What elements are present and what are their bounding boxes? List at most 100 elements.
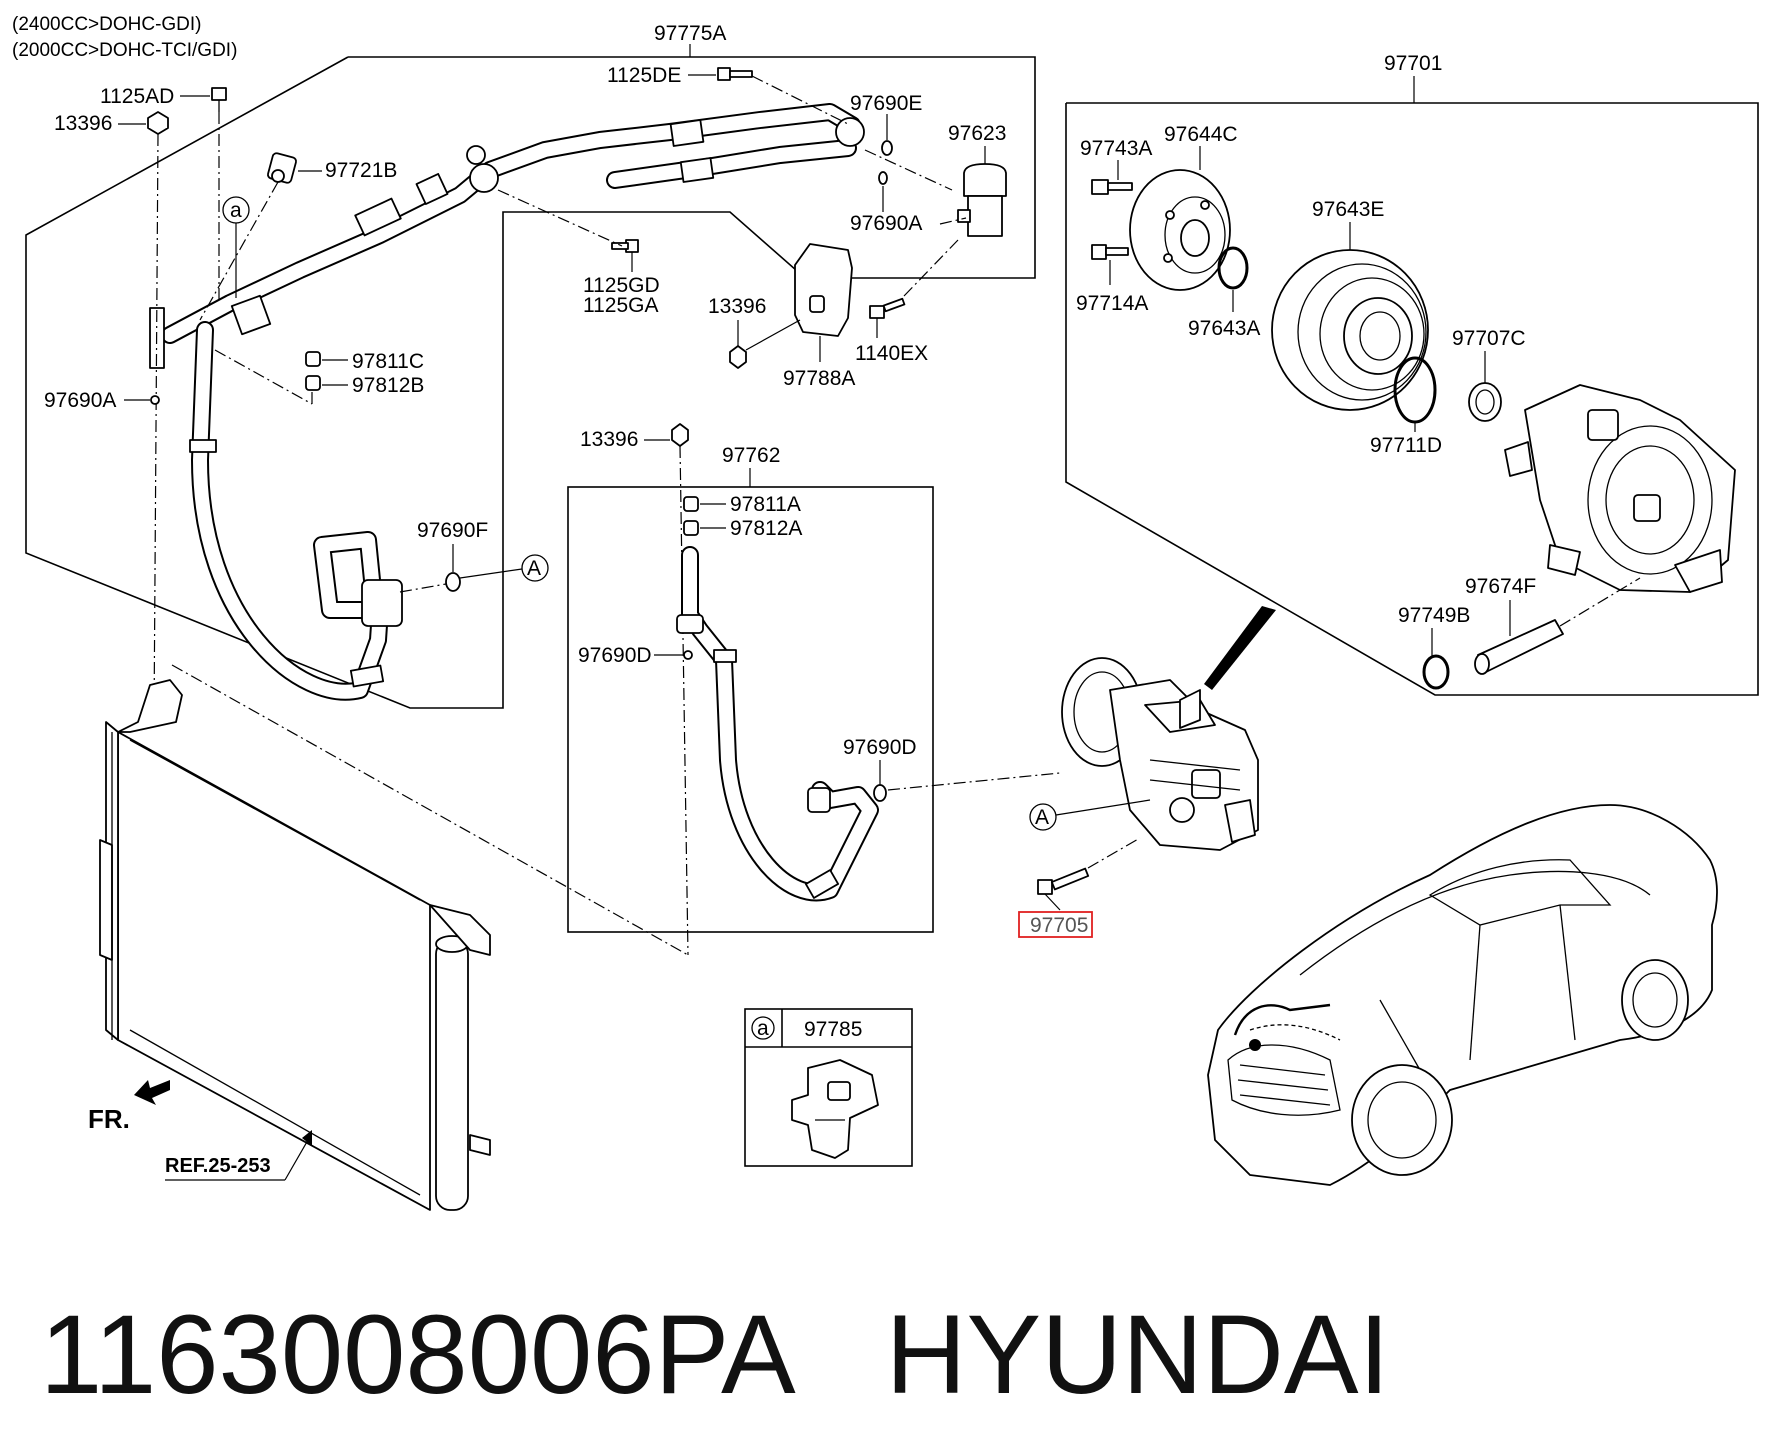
label-13396-mid: 13396 bbox=[708, 295, 766, 318]
callout-A-comp: A bbox=[1035, 806, 1049, 829]
axis-1125DE bbox=[751, 75, 849, 125]
discharge-hose bbox=[149, 103, 865, 369]
label-97690D-upper: 97690D bbox=[578, 644, 652, 667]
label-97811C: 97811C bbox=[352, 350, 424, 373]
pulley-97643E bbox=[1271, 249, 1429, 411]
label-1125AD: 1125AD bbox=[100, 85, 174, 108]
cap-97812A bbox=[683, 520, 699, 536]
label-97705: 97705 bbox=[1030, 914, 1088, 937]
label-97623: 97623 bbox=[948, 122, 1006, 145]
label-1125DE: 1125DE bbox=[607, 64, 681, 87]
label-97785: 97785 bbox=[804, 1018, 862, 1041]
bolt-1140EX bbox=[869, 297, 906, 319]
bolt-1125AD bbox=[211, 87, 227, 112]
callout-a-top: a bbox=[230, 199, 242, 222]
coil-97707C bbox=[1468, 382, 1502, 422]
leader-A-comp bbox=[1055, 799, 1151, 816]
oring-97690E bbox=[881, 140, 893, 156]
exploded-view-pointer bbox=[1204, 606, 1276, 690]
label-97749B: 97749B bbox=[1398, 604, 1470, 627]
label-1140EX: 1140EX bbox=[855, 342, 928, 365]
footer-brand: HYUNDAI bbox=[885, 1292, 1390, 1417]
axis-97690D-compressor bbox=[887, 772, 1061, 791]
axis-1125GD bbox=[497, 189, 623, 247]
label-97690E: 97690E bbox=[850, 92, 922, 115]
label-97690D-lower: 97690D bbox=[843, 736, 917, 759]
bolt-1125DE bbox=[717, 67, 753, 81]
liquid-tube-box bbox=[567, 486, 934, 933]
oring-97690A-top bbox=[878, 171, 888, 185]
label-97674F: 97674F bbox=[1465, 575, 1536, 598]
label-97775A: 97775A bbox=[654, 22, 726, 45]
label-97690A-top: 97690A bbox=[850, 212, 922, 235]
label-97701: 97701 bbox=[1384, 52, 1442, 75]
callout-A-comp-circle bbox=[1029, 803, 1057, 831]
oring-97690D-lower bbox=[873, 784, 887, 802]
footer-part-number: 1163008006PA bbox=[40, 1292, 796, 1417]
bolt-97705 bbox=[1037, 867, 1090, 895]
highlight-97705 bbox=[1018, 911, 1093, 938]
suction-hose bbox=[189, 321, 403, 701]
reference-label: REF.25-253 bbox=[165, 1155, 271, 1177]
leader-97705 bbox=[1044, 893, 1061, 911]
label-97811A: 97811A bbox=[730, 493, 801, 516]
axis-97690E bbox=[864, 149, 953, 191]
bracket-97788A bbox=[794, 243, 853, 337]
label-1125GD: 1125GD bbox=[583, 274, 660, 297]
callout-A-hose: A bbox=[527, 557, 541, 580]
label-97714A: 97714A bbox=[1076, 292, 1148, 315]
label-97812B: 97812B bbox=[352, 374, 424, 397]
axis-97812B-hose bbox=[214, 349, 313, 405]
callout-A-hose-circle bbox=[521, 554, 549, 582]
leader-A-hose bbox=[459, 568, 523, 579]
condenser bbox=[99, 679, 491, 1211]
bolt-97743A bbox=[1091, 179, 1133, 195]
clutch-plate-97644C bbox=[1129, 169, 1231, 291]
label-97690A-left: 97690A bbox=[44, 389, 116, 412]
nut-13396-mid bbox=[729, 345, 747, 369]
ref-leader bbox=[284, 1139, 309, 1181]
axis-97690F bbox=[399, 583, 447, 593]
axis-13396-bottom bbox=[679, 445, 689, 956]
vehicle-compressor-marker bbox=[1249, 1039, 1261, 1051]
liquid-tube bbox=[676, 546, 879, 902]
footer-title: 1163008006PA HYUNDAI bbox=[40, 1280, 1740, 1430]
oring-97749B bbox=[1422, 654, 1450, 690]
bolt-97714A bbox=[1091, 244, 1129, 260]
label-97711D: 97711D bbox=[1370, 434, 1442, 457]
axis-97623 bbox=[939, 217, 967, 225]
axis-97674F bbox=[1559, 577, 1641, 627]
label-97643E: 97643E bbox=[1312, 198, 1384, 221]
label-13396-top: 13396 bbox=[54, 112, 112, 135]
label-1125GA: 1125GA bbox=[583, 294, 659, 317]
compressor-body-exploded bbox=[1504, 384, 1736, 593]
cap-97811A bbox=[683, 496, 699, 512]
engine-note-2000: (2000CC>DOHC-TCI/GDI) bbox=[12, 40, 237, 61]
label-97743A: 97743A bbox=[1080, 137, 1152, 160]
label-97762: 97762 bbox=[722, 444, 780, 467]
vehicle-illustration bbox=[1207, 804, 1718, 1186]
label-97644C: 97644C bbox=[1164, 123, 1238, 146]
cap-97812B bbox=[305, 375, 321, 391]
label-97643A: 97643A bbox=[1188, 317, 1260, 340]
sensor-97721B bbox=[267, 152, 297, 184]
label-97812A: 97812A bbox=[730, 517, 802, 540]
oring-97690A-left bbox=[150, 395, 160, 405]
front-arrow-icon bbox=[134, 1080, 170, 1105]
axis-condenser bbox=[171, 664, 689, 956]
direction-label: FR. bbox=[88, 1104, 130, 1134]
callout-a-box: a bbox=[757, 1017, 769, 1040]
bolt-1125GD bbox=[611, 239, 639, 253]
axis-97721B bbox=[199, 181, 279, 321]
label-97707C: 97707C bbox=[1452, 327, 1526, 350]
label-97721B: 97721B bbox=[325, 159, 397, 182]
clip-97785 bbox=[791, 1059, 879, 1159]
oring-97690F bbox=[445, 572, 461, 592]
label-13396-bottom: 13396 bbox=[580, 428, 638, 451]
axis-1140EX bbox=[903, 239, 959, 297]
nut-13396-bottom bbox=[671, 423, 689, 447]
hose-assembly-outline bbox=[25, 56, 1036, 709]
label-97690F: 97690F bbox=[417, 519, 488, 542]
detail-box-97785 bbox=[744, 1008, 913, 1167]
